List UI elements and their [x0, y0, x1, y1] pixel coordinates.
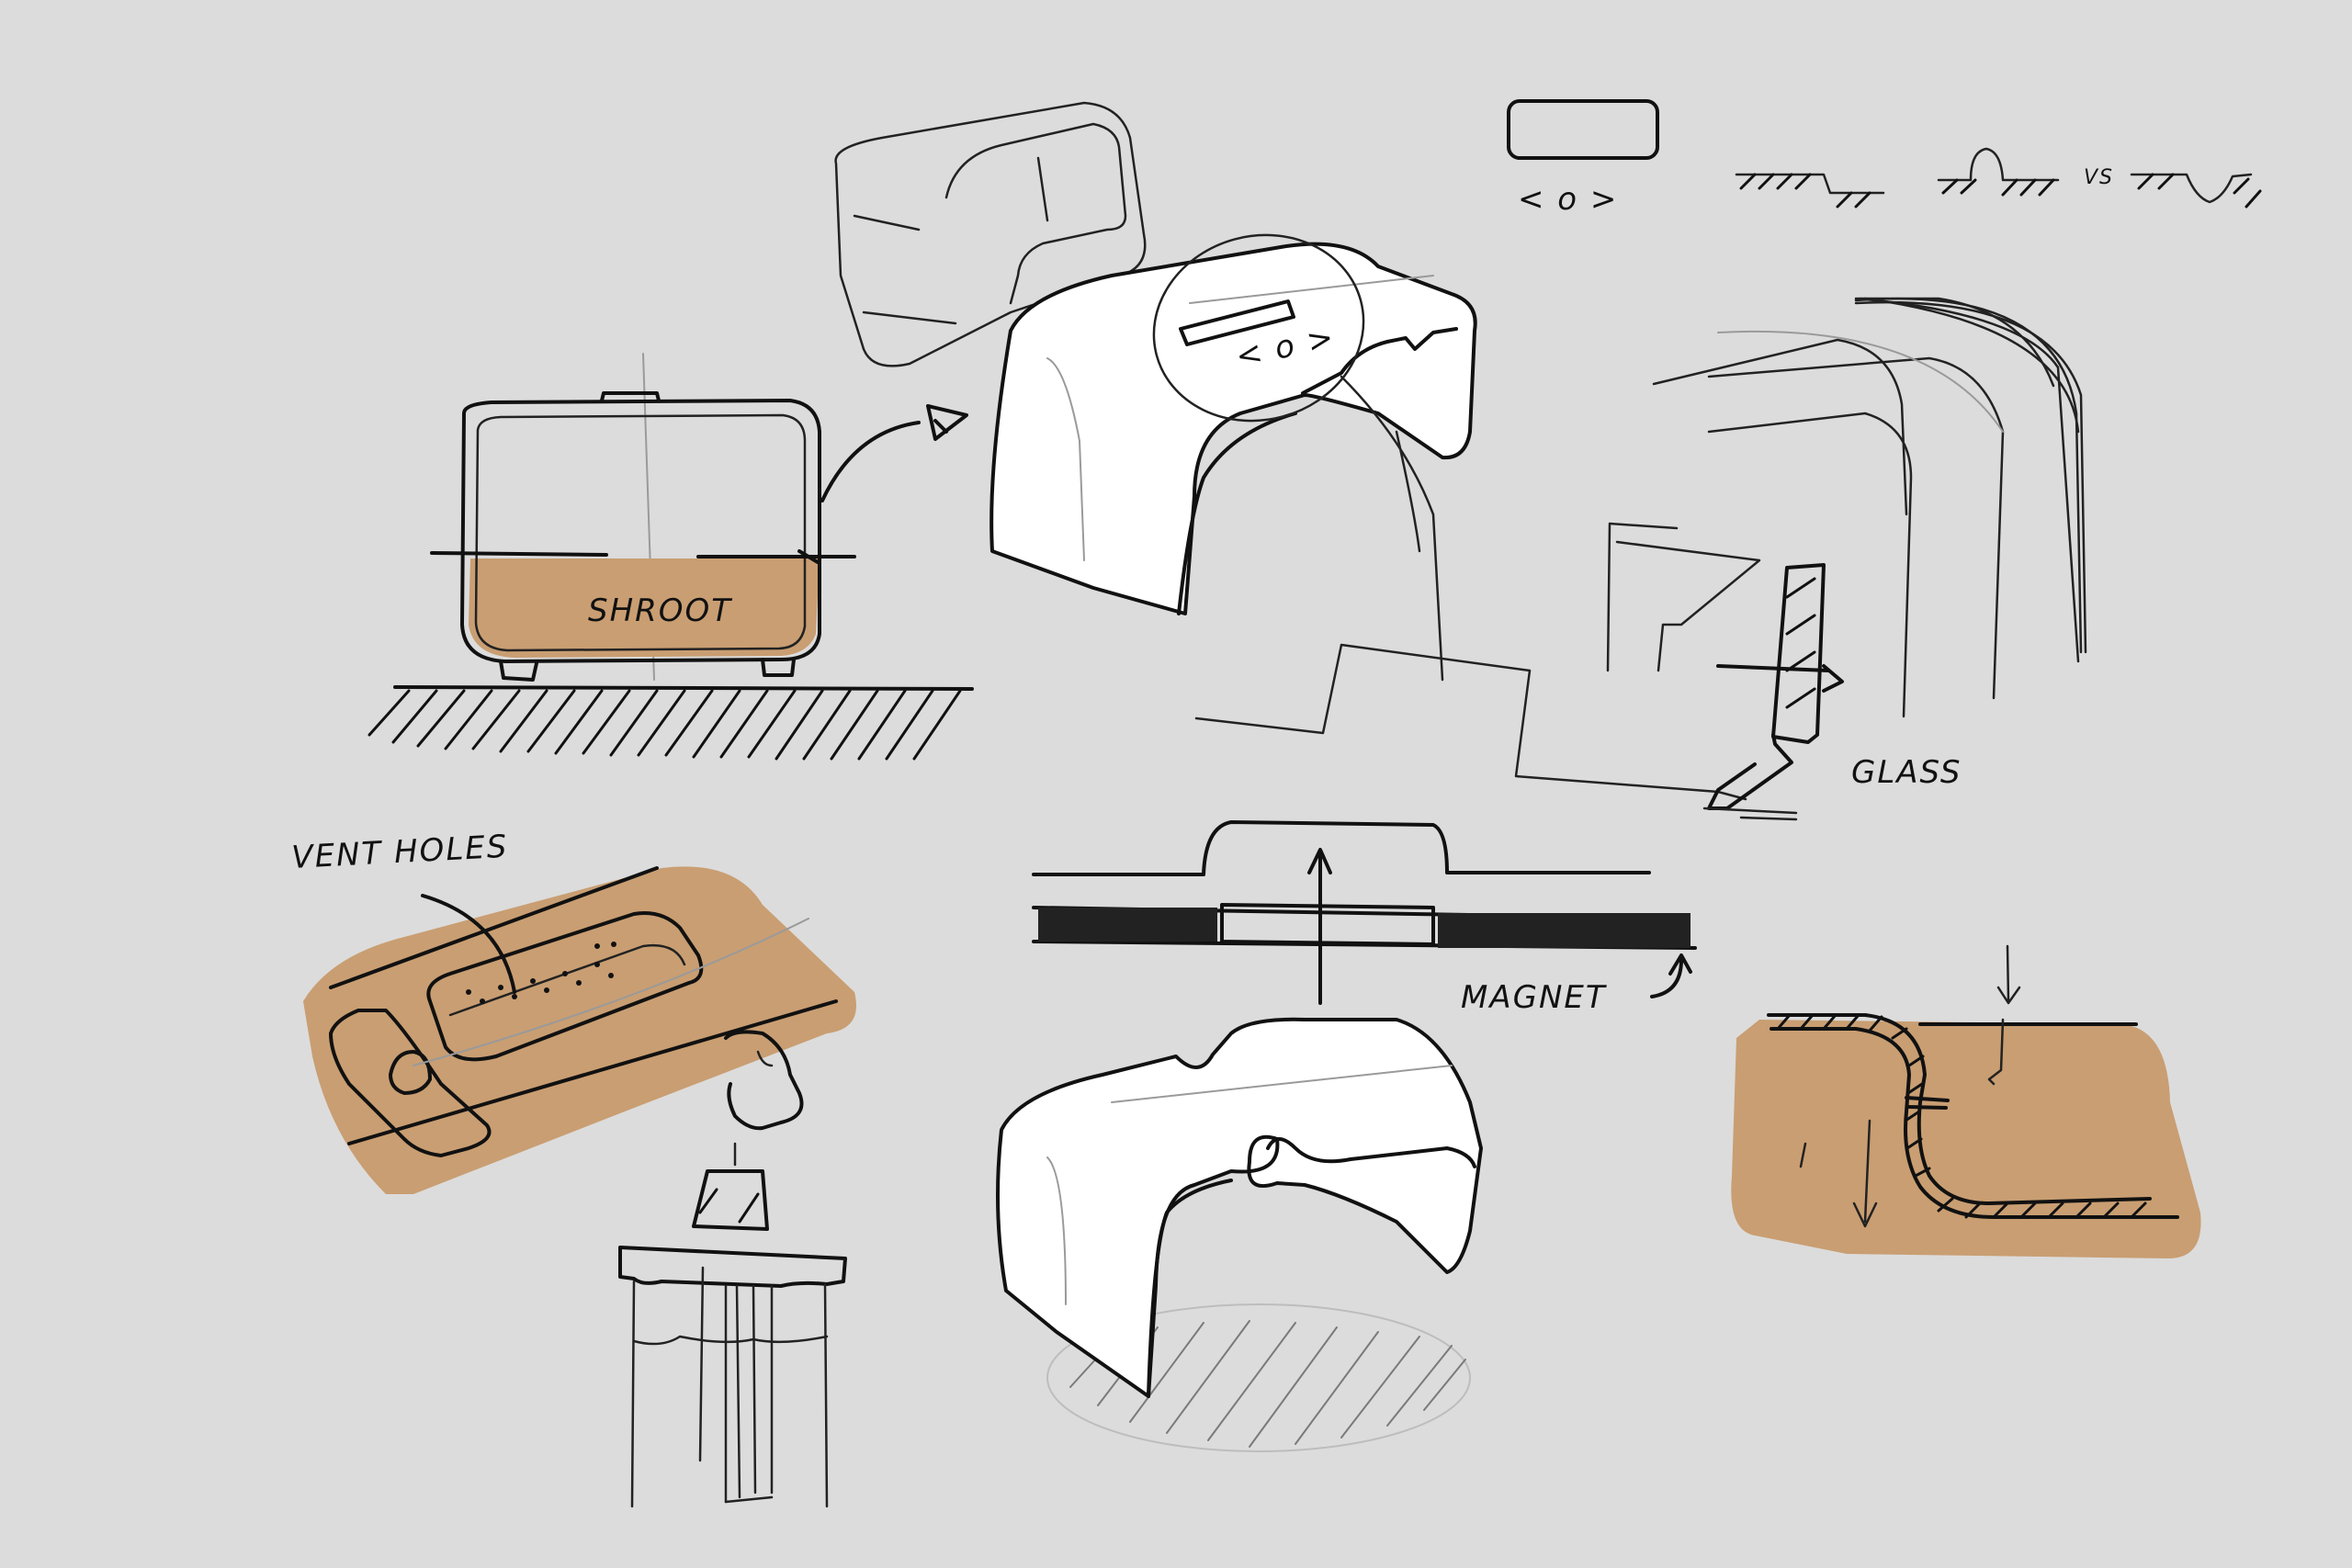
magnet-section-sketch: MAGNET [1032, 820, 1697, 1016]
ground-hatch [368, 689, 962, 761]
profile-curves-sketch: GLASS [1606, 297, 2087, 821]
vent-tray-sketch: VENT HOLES [290, 829, 856, 1194]
display-symbols-small: < o > [1518, 181, 1618, 218]
appliance-front-sketch: SHROOT [368, 353, 974, 761]
stepped-line [1194, 643, 1747, 801]
pedestal-sketch [618, 1030, 847, 1508]
shell-label: SHROOT [588, 592, 732, 629]
glass-label: GLASS [1851, 754, 1962, 791]
magnet-label: MAGNET [1461, 979, 1607, 1016]
shell-rendered-sketch [996, 1017, 1483, 1452]
white-form-sketch: < o > [989, 233, 1477, 682]
button-profile-sketches: < o > VS [1507, 99, 2262, 218]
edge-section-sketch [1731, 944, 2201, 1258]
section-hatch [1776, 1013, 2147, 1219]
vent-holes-label: VENT HOLES [290, 829, 509, 876]
box-outline-sketch [834, 101, 1147, 367]
vent-holes [466, 942, 616, 1004]
vs-label: VS [2084, 166, 2114, 189]
